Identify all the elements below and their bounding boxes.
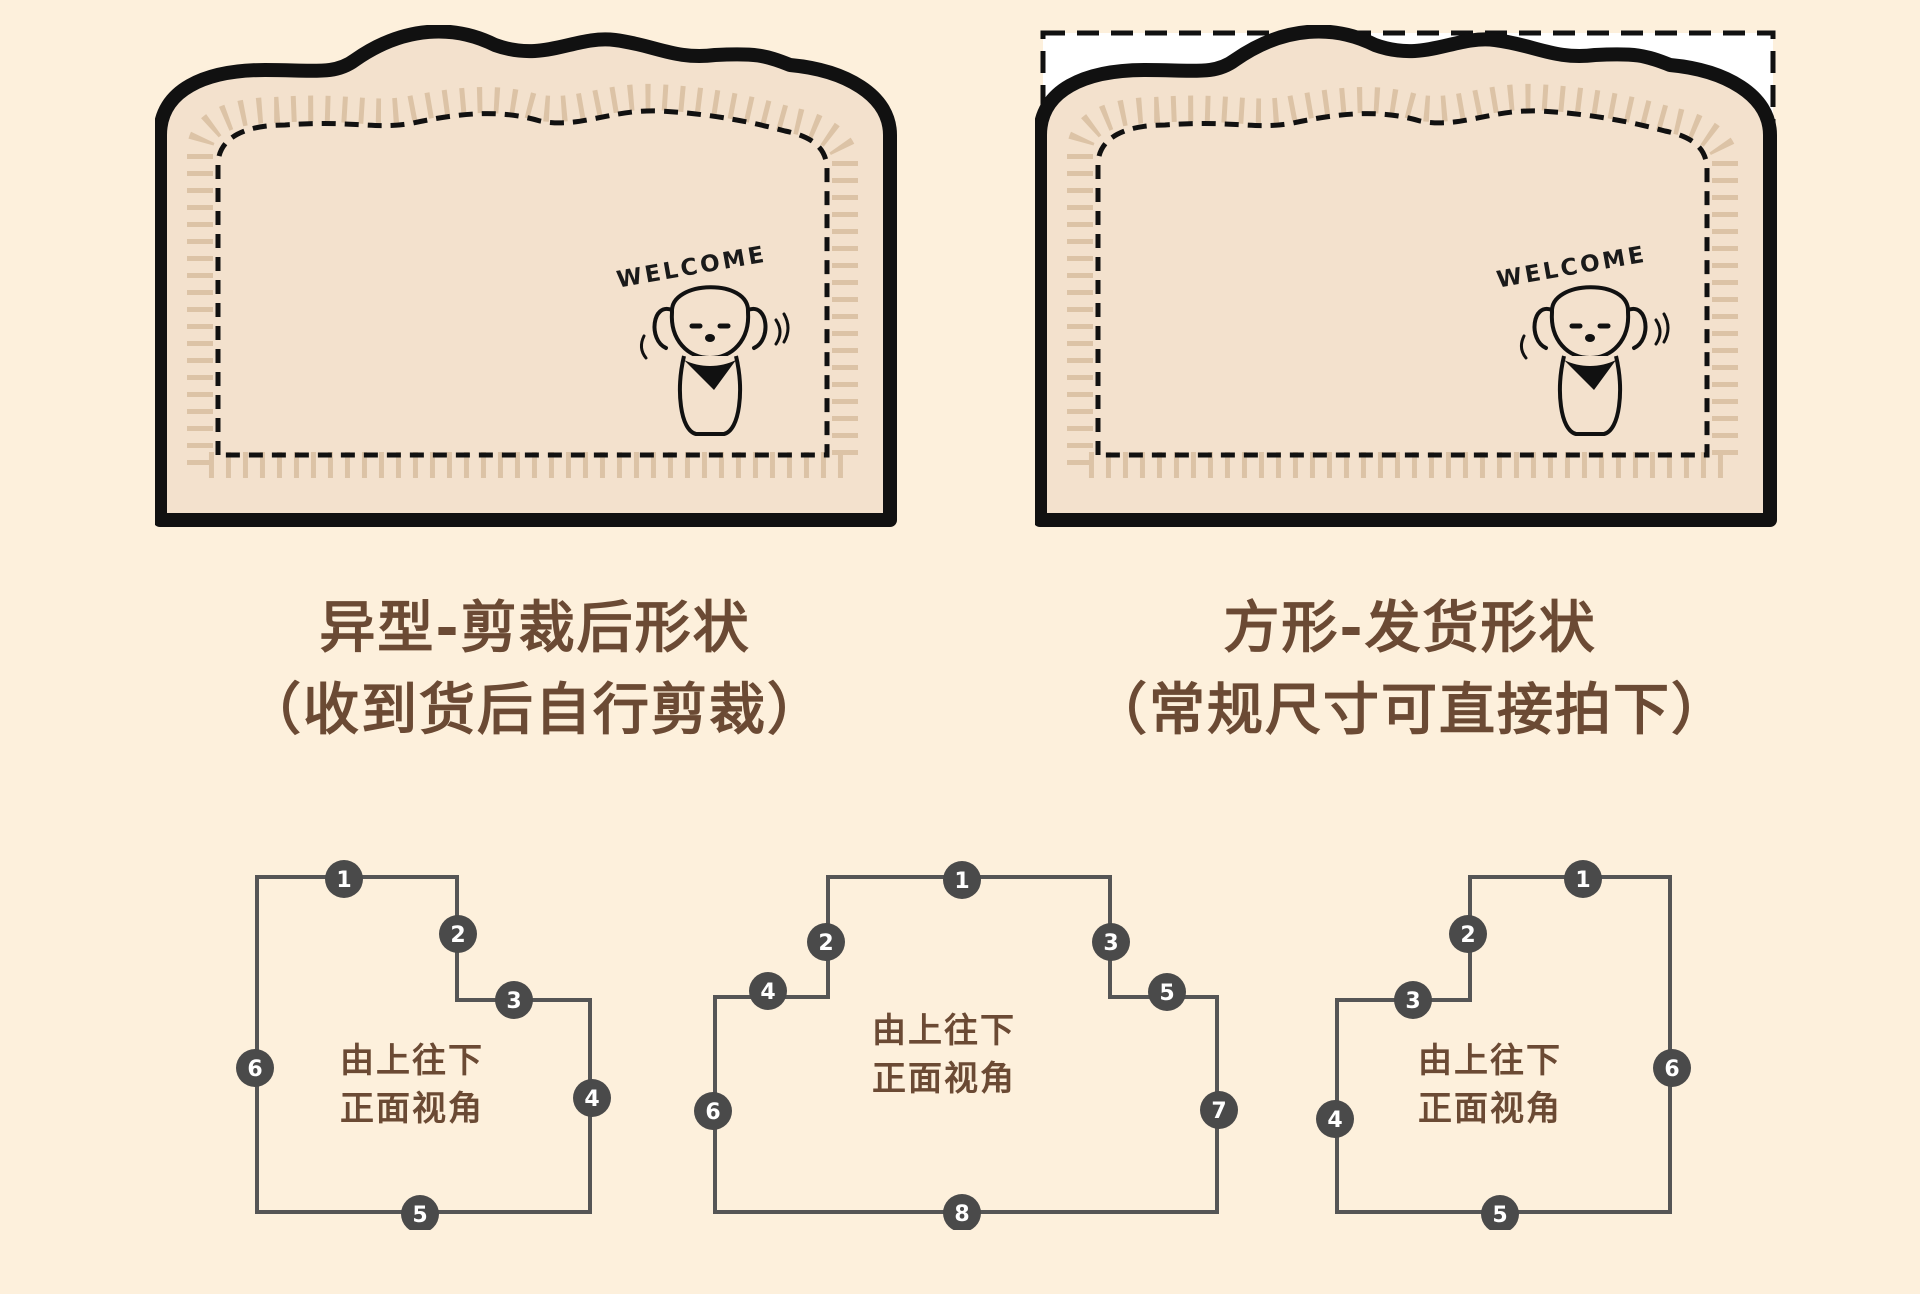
diagram-label-line2: 正面视角 (1418, 1089, 1562, 1129)
measurement-diagram-left: 由上往下 正面视角 1 2 3 4 5 6 (236, 860, 611, 1230)
diagram-label-line2: 正面视角 (872, 1059, 1016, 1099)
svg-text:6: 6 (247, 1057, 262, 1082)
caption-shaped-subtitle: （收到货后自行剪裁） (245, 678, 825, 743)
diagram-outline (1335, 875, 1672, 1214)
svg-text:3: 3 (506, 989, 521, 1014)
marker-badge: 1 (1564, 860, 1602, 898)
caption-square-title: 方形-发货形状 (1223, 596, 1597, 661)
marker-badge: 5 (1481, 1195, 1519, 1230)
caption-square: 方形-发货形状 （常规尺寸可直接拍下） (1035, 588, 1785, 752)
stitch-line (215, 108, 830, 458)
marker-badge: 2 (1449, 915, 1487, 953)
svg-text:5: 5 (1159, 981, 1174, 1006)
caption-shaped: 异型-剪裁后形状 （收到货后自行剪裁） (160, 588, 910, 752)
svg-text:8: 8 (954, 1202, 969, 1227)
stitch-border (187, 83, 858, 478)
marker-badge: 3 (1394, 981, 1432, 1019)
marker-badge: 2 (807, 923, 845, 961)
marker-badge: 6 (694, 1092, 732, 1130)
measurement-diagram-right: 由上往下 正面视角 1 2 3 4 5 6 (1316, 860, 1691, 1230)
svg-text:5: 5 (1492, 1203, 1507, 1228)
marker-badge: 4 (573, 1079, 611, 1117)
svg-text:5: 5 (412, 1203, 427, 1228)
svg-text:3: 3 (1405, 989, 1420, 1014)
svg-text:6: 6 (705, 1100, 720, 1125)
svg-text:1: 1 (336, 868, 351, 893)
svg-text:4: 4 (760, 980, 775, 1005)
svg-text:4: 4 (584, 1087, 599, 1112)
caption-shaped-title: 异型-剪裁后形状 (319, 596, 751, 661)
mat-border (1035, 25, 1777, 527)
diagram-label-line2: 正面视角 (340, 1089, 484, 1129)
stitch-border (1067, 83, 1738, 478)
marker-badge: 3 (495, 981, 533, 1019)
svg-text:2: 2 (818, 931, 833, 956)
diagram-label-line1: 由上往下 (340, 1041, 484, 1081)
marker-badge: 4 (1316, 1100, 1354, 1138)
mat-border (155, 25, 897, 527)
diagram-label-line1: 由上往下 (872, 1011, 1016, 1051)
diagram-outline (255, 875, 592, 1214)
svg-text:2: 2 (1460, 923, 1475, 948)
diagram-label-line1: 由上往下 (1418, 1041, 1562, 1081)
marker-badge: 8 (943, 1194, 981, 1230)
shaped-mat-image: WELCOME (155, 25, 897, 527)
marker-badge: 4 (749, 972, 787, 1010)
marker-badge: 5 (401, 1195, 439, 1230)
marker-badge: 6 (1653, 1049, 1691, 1087)
svg-text:1: 1 (954, 869, 969, 894)
stitch-line (1095, 108, 1710, 458)
marker-badge: 6 (236, 1049, 274, 1087)
marker-badge: 1 (943, 861, 981, 899)
square-mat-image: WELCOME (1035, 25, 1777, 527)
marker-badge: 7 (1200, 1091, 1238, 1129)
marker-badge: 3 (1092, 923, 1130, 961)
marker-badge: 1 (325, 860, 363, 898)
svg-text:1: 1 (1575, 868, 1590, 893)
svg-text:4: 4 (1327, 1108, 1342, 1133)
svg-text:7: 7 (1211, 1099, 1226, 1124)
marker-badge: 2 (439, 915, 477, 953)
svg-text:6: 6 (1664, 1057, 1679, 1082)
svg-text:2: 2 (450, 923, 465, 948)
caption-square-subtitle: （常规尺寸可直接拍下） (1091, 678, 1729, 743)
measurement-diagram-middle: 由上往下 正面视角 1 2 3 4 5 6 7 8 (694, 861, 1238, 1230)
svg-text:3: 3 (1103, 931, 1118, 956)
marker-badge: 5 (1148, 973, 1186, 1011)
